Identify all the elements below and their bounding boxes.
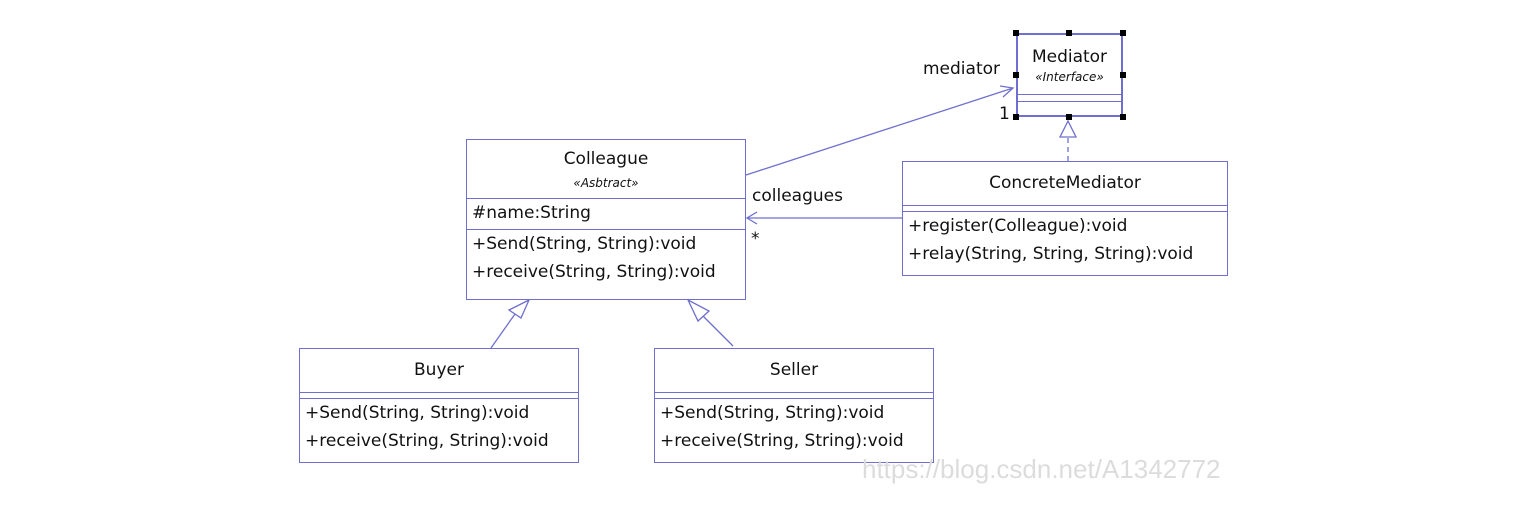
buyer-operations-separator <box>300 398 578 399</box>
buyer-attributes-separator <box>300 392 578 393</box>
realization-arrowhead <box>1058 119 1078 138</box>
colleague-stereotype: «Asbtract» <box>573 176 639 190</box>
buyer-generalization-line <box>490 313 516 349</box>
colleague-operations-separator <box>467 229 745 230</box>
buyer-operation: +receive(String, String):void <box>305 431 549 451</box>
selection-handle[interactable] <box>1013 72 1019 78</box>
mediator-stereotype: «Interface» <box>1035 70 1104 84</box>
seller-attributes-separator <box>655 392 933 393</box>
mediator-attributes-separator <box>1018 94 1121 95</box>
mediator-association-line <box>745 87 1014 176</box>
selection-handle[interactable] <box>1120 114 1126 120</box>
colleague-operation: +receive(String, String):void <box>472 262 716 282</box>
buyer-generalization-arrowhead <box>507 298 531 319</box>
watermark-text: https://blog.csdn.net/A1342772 <box>862 454 1221 484</box>
colleague-class-name: Colleague <box>563 149 649 169</box>
mediator-operations-separator <box>1018 101 1121 102</box>
seller-generalization-arrowhead <box>686 298 711 323</box>
concrete-mediator-operation: +register(Colleague):void <box>908 216 1128 236</box>
colleague-attributes-separator <box>467 198 745 199</box>
colleagues-multiplicity-label: * <box>751 229 760 249</box>
concrete-mediator-operations-separator <box>903 211 1227 212</box>
selection-handle[interactable] <box>1066 114 1072 120</box>
seller-generalization-line <box>702 315 734 347</box>
concrete-mediator-class[interactable]: ConcreteMediator +register(Colleague):vo… <box>902 161 1228 276</box>
mediator-multiplicity-label: 1 <box>999 104 1010 124</box>
colleague-class[interactable]: Colleague «Asbtract» #name:String +Send(… <box>466 139 746 300</box>
colleagues-role-label: colleagues <box>752 186 843 206</box>
selection-handle[interactable] <box>1013 30 1019 36</box>
concrete-mediator-class-name: ConcreteMediator <box>989 173 1141 193</box>
buyer-class-name: Buyer <box>414 360 464 380</box>
concrete-mediator-attributes-separator <box>903 205 1227 206</box>
mediator-role-label: mediator <box>923 59 1001 79</box>
colleagues-association-arrowhead <box>745 211 758 225</box>
colleague-attribute: #name:String <box>472 203 591 223</box>
seller-operations-separator <box>655 398 933 399</box>
selection-handle[interactable] <box>1120 30 1126 36</box>
mediator-class[interactable]: Mediator «Interface» <box>1016 33 1123 117</box>
mediator-class-name: Mediator <box>1031 47 1108 67</box>
selection-handle[interactable] <box>1120 72 1126 78</box>
colleague-operation: +Send(String, String):void <box>472 234 697 254</box>
buyer-operation: +Send(String, String):void <box>305 403 530 423</box>
seller-operation: +receive(String, String):void <box>660 431 904 451</box>
seller-operation: +Send(String, String):void <box>660 403 885 423</box>
seller-class[interactable]: Seller +Send(String, String):void +recei… <box>654 348 934 463</box>
seller-class-name: Seller <box>769 360 819 380</box>
mediator-association-arrowhead <box>999 85 1015 98</box>
selection-handle[interactable] <box>1013 114 1019 120</box>
concrete-mediator-operation: +relay(String, String, String):void <box>908 244 1194 264</box>
selection-handle[interactable] <box>1066 30 1072 36</box>
buyer-class[interactable]: Buyer +Send(String, String):void +receiv… <box>299 348 579 463</box>
